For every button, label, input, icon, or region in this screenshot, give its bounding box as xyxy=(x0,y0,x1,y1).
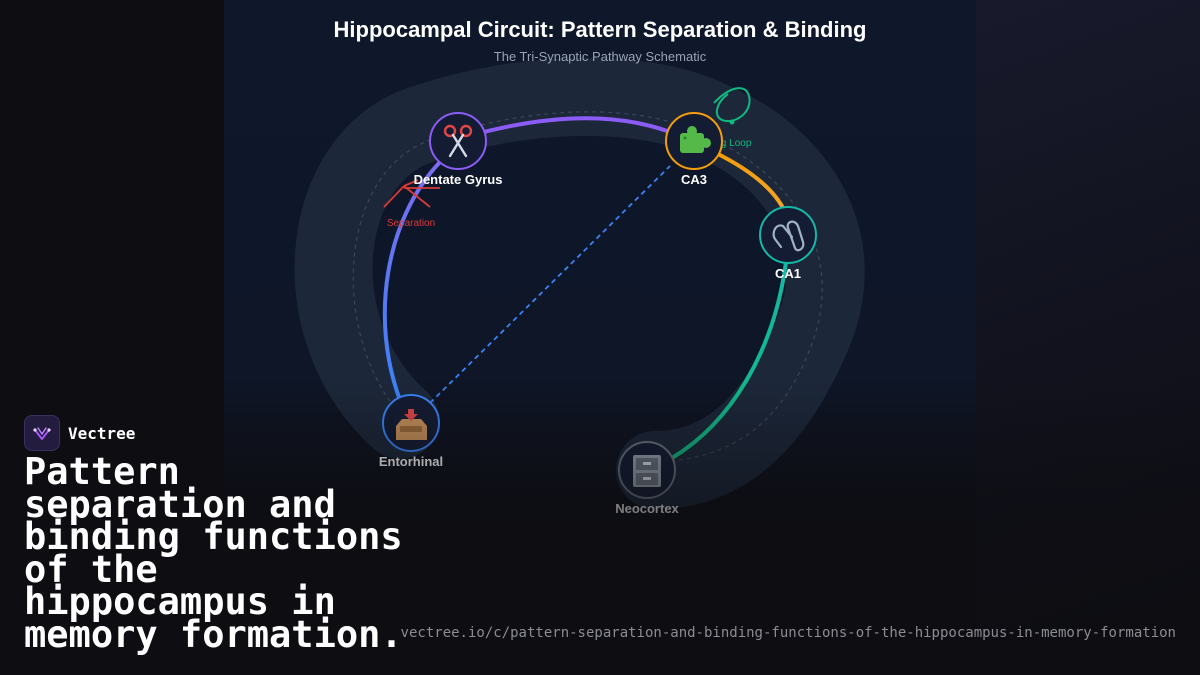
node-label-dentate-gyrus: Dentate Gyrus xyxy=(414,172,503,187)
paperclip-icon xyxy=(772,220,805,252)
file-cabinet-icon xyxy=(633,455,661,487)
diagram-title: Hippocampal Circuit: Pattern Separation … xyxy=(333,17,867,42)
separation-label: Separation xyxy=(387,218,435,229)
vectree-logo-icon xyxy=(24,415,60,451)
scissors-icon xyxy=(443,124,473,158)
brand[interactable]: Vectree xyxy=(24,415,135,451)
node-ca3[interactable]: CA3 xyxy=(665,112,723,187)
brand-name: Vectree xyxy=(68,423,136,443)
binding-loop-dot xyxy=(729,119,735,125)
node-label-ca1: CA1 xyxy=(775,266,801,281)
diagram-subtitle: The Tri-Synaptic Pathway Schematic xyxy=(493,49,707,64)
puzzle-piece-icon xyxy=(680,126,711,153)
page-url[interactable]: vectree.io/c/pattern-separation-and-bind… xyxy=(400,625,1176,641)
headline: Pattern separation and binding functions… xyxy=(24,450,403,656)
direct-pathway-dashed xyxy=(429,165,671,404)
node-label-neocortex: Neocortex xyxy=(615,501,679,516)
node-label-ca3: CA3 xyxy=(681,172,707,187)
pathway-entorhinal-dentate xyxy=(382,160,442,402)
binding-loop-curve xyxy=(713,87,751,123)
pathway-ca3-ca1 xyxy=(714,151,787,214)
node-dentate-gyrus[interactable]: Dentate Gyrus xyxy=(414,112,503,187)
pathway-dentate-ca3 xyxy=(478,116,672,135)
node-neocortex[interactable]: Neocortex xyxy=(615,441,680,516)
node-ca1[interactable]: CA1 xyxy=(759,206,817,281)
separation-mark xyxy=(383,179,440,208)
